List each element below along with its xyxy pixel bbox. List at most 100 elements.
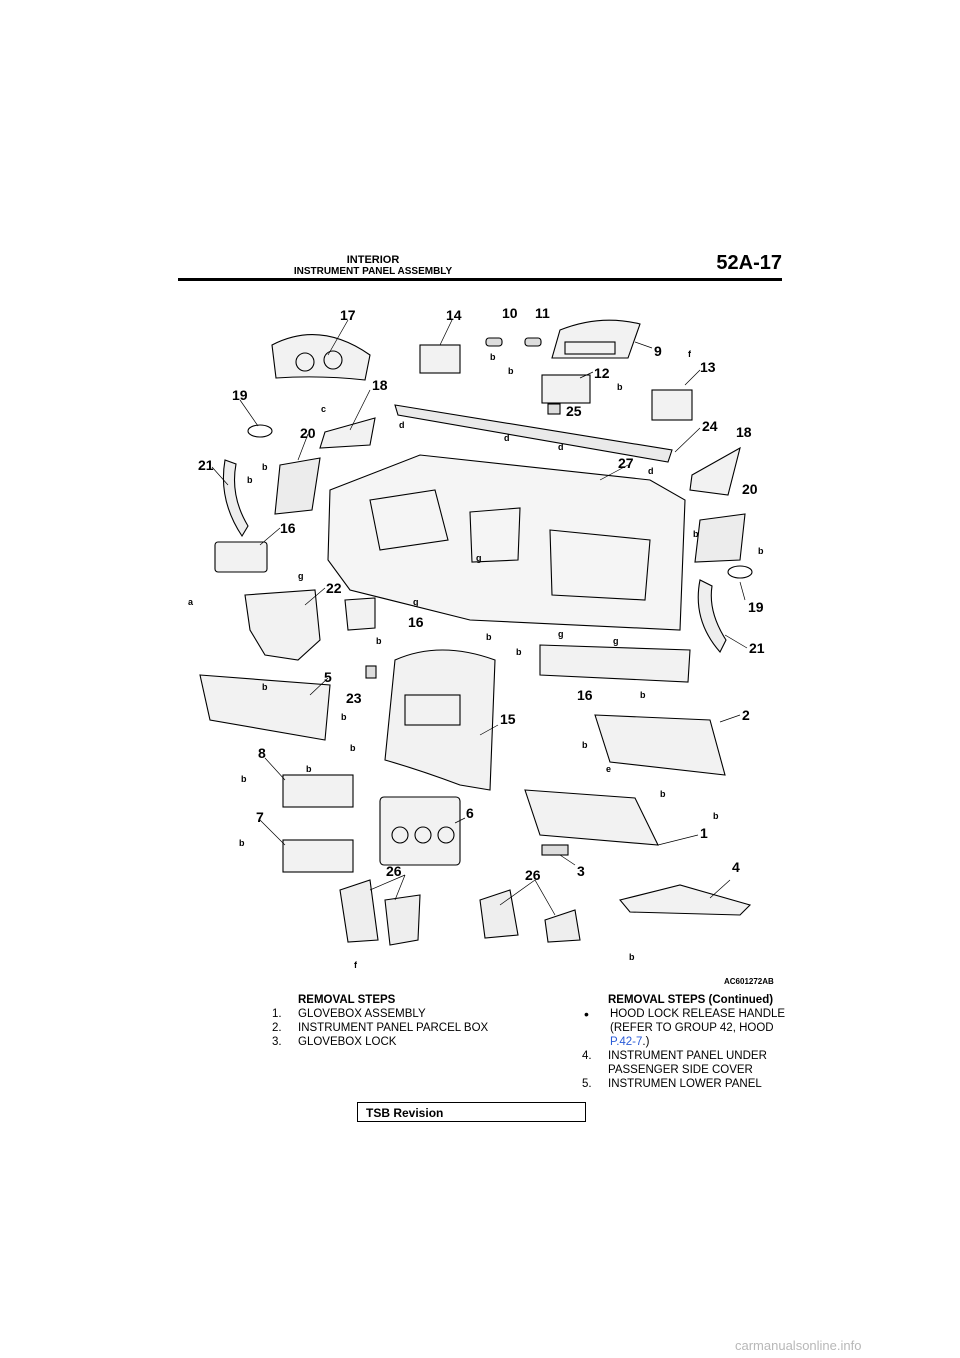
svg-text:b: b bbox=[247, 475, 253, 485]
svg-text:b: b bbox=[516, 647, 522, 657]
callout-20: 20 bbox=[300, 425, 316, 441]
removal-steps-continued: REMOVAL STEPS (Continued) • HOOD LOCK RE… bbox=[582, 993, 792, 1091]
callout-19b: 19 bbox=[748, 599, 764, 615]
svg-text:b: b bbox=[490, 352, 496, 362]
step-item: 2. INSTRUMENT PANEL PARCEL BOX bbox=[272, 1021, 542, 1035]
svg-text:b: b bbox=[617, 382, 623, 392]
callout-24: 24 bbox=[702, 418, 718, 434]
callout-12: 12 bbox=[594, 365, 610, 381]
diagram-parts bbox=[199, 319, 753, 946]
callout-15: 15 bbox=[500, 711, 516, 727]
callout-5: 5 bbox=[324, 669, 332, 685]
callout-27: 27 bbox=[618, 455, 634, 471]
callout-6: 6 bbox=[466, 805, 474, 821]
svg-text:e: e bbox=[606, 764, 611, 774]
callout-11: 11 bbox=[535, 305, 550, 321]
callout-18: 18 bbox=[372, 377, 388, 393]
step-number: 4. bbox=[582, 1050, 592, 1062]
bullet-icon: • bbox=[584, 1006, 589, 1022]
section-title: INTERIOR bbox=[346, 254, 400, 266]
svg-text:c: c bbox=[321, 404, 326, 414]
callout-9: 9 bbox=[654, 343, 662, 359]
svg-text:b: b bbox=[582, 740, 588, 750]
removal-steps-heading: REMOVAL STEPS bbox=[298, 994, 396, 1006]
svg-text:b: b bbox=[241, 774, 247, 784]
callout-21: 21 bbox=[198, 457, 214, 473]
svg-text:g: g bbox=[476, 553, 482, 563]
callout-3: 3 bbox=[577, 863, 585, 879]
svg-text:b: b bbox=[660, 789, 666, 799]
callout-21b: 21 bbox=[749, 640, 765, 656]
svg-text:b: b bbox=[508, 366, 514, 376]
bullet-step: • HOOD LOCK RELEASE HANDLE (REFER TO GRO… bbox=[582, 1007, 792, 1049]
callout-25: 25 bbox=[566, 403, 582, 419]
svg-text:d: d bbox=[558, 442, 564, 452]
callout-17: 17 bbox=[340, 307, 356, 323]
step-number: 2. bbox=[272, 1022, 282, 1034]
callout-20b: 20 bbox=[742, 481, 758, 497]
svg-text:b: b bbox=[306, 764, 312, 774]
callout-22: 22 bbox=[326, 580, 342, 596]
svg-text:b: b bbox=[262, 462, 268, 472]
svg-text:f: f bbox=[688, 349, 692, 359]
callout-numbers: 17 14 10 11 9 19 18 12 13 25 20 24 18 21… bbox=[198, 305, 765, 883]
step-number: 5. bbox=[582, 1078, 592, 1090]
svg-text:d: d bbox=[399, 420, 405, 430]
reference-link[interactable]: P.42-7 bbox=[610, 1036, 643, 1048]
callout-26b: 26 bbox=[525, 867, 541, 883]
callout-2: 2 bbox=[742, 707, 750, 723]
step-item: 5. INSTRUMEN LOWER PANEL bbox=[582, 1077, 792, 1091]
svg-text:b: b bbox=[239, 838, 245, 848]
step-item: 1. GLOVEBOX ASSEMBLY bbox=[272, 1007, 542, 1021]
svg-text:b: b bbox=[640, 690, 646, 700]
callout-16b: 16 bbox=[408, 614, 424, 630]
svg-text:b: b bbox=[713, 811, 719, 821]
diagram-svg: 17 14 10 11 9 19 18 12 13 25 20 24 18 21… bbox=[188, 305, 774, 986]
callout-19: 19 bbox=[232, 387, 248, 403]
svg-text:g: g bbox=[613, 636, 619, 646]
svg-text:f: f bbox=[354, 960, 358, 970]
svg-text:b: b bbox=[758, 546, 764, 556]
exploded-diagram: 17 14 10 11 9 19 18 12 13 25 20 24 18 21… bbox=[180, 300, 780, 990]
step-text: GLOVEBOX ASSEMBLY bbox=[298, 1008, 426, 1020]
tsb-revision-box: TSB Revision bbox=[357, 1102, 586, 1122]
callout-14: 14 bbox=[446, 307, 462, 323]
page-header: INTERIOR INSTRUMENT PANEL ASSEMBLY 52A-1… bbox=[178, 250, 782, 282]
bullet-step-text: HOOD LOCK RELEASE HANDLE (REFER TO GROUP… bbox=[610, 1008, 786, 1034]
leader-lines bbox=[211, 319, 748, 916]
callout-7: 7 bbox=[256, 809, 264, 825]
header-rule bbox=[178, 278, 782, 281]
svg-text:b: b bbox=[350, 743, 356, 753]
step-number: 3. bbox=[272, 1036, 282, 1048]
svg-text:b: b bbox=[376, 636, 382, 646]
svg-text:b: b bbox=[486, 632, 492, 642]
watermark: carmanualsonline.info bbox=[735, 1338, 862, 1353]
callout-10: 10 bbox=[502, 305, 518, 321]
step-number: 1. bbox=[272, 1008, 282, 1020]
svg-text:b: b bbox=[341, 712, 347, 722]
svg-text:g: g bbox=[298, 571, 304, 581]
callout-26: 26 bbox=[386, 863, 402, 879]
removal-steps-continued-heading: REMOVAL STEPS (Continued) bbox=[608, 994, 774, 1006]
svg-text:g: g bbox=[413, 597, 419, 607]
callout-4: 4 bbox=[732, 859, 740, 875]
bullet-step-suffix: .) bbox=[642, 1036, 650, 1048]
section-subtitle: INSTRUMENT PANEL ASSEMBLY bbox=[293, 266, 453, 277]
callout-16c: 16 bbox=[577, 687, 593, 703]
step-item: 3. GLOVEBOX LOCK bbox=[272, 1035, 542, 1049]
removal-steps: REMOVAL STEPS 1. GLOVEBOX ASSEMBLY 2. IN… bbox=[272, 993, 542, 1049]
step-text: INSTRUMEN LOWER PANEL bbox=[608, 1078, 762, 1090]
svg-text:b: b bbox=[629, 952, 635, 962]
callout-23: 23 bbox=[346, 690, 362, 706]
svg-text:a: a bbox=[188, 597, 194, 607]
step-text: GLOVEBOX LOCK bbox=[298, 1036, 397, 1048]
callout-13: 13 bbox=[700, 359, 716, 375]
svg-text:d: d bbox=[504, 433, 510, 443]
svg-text:b: b bbox=[262, 682, 268, 692]
callout-18b: 18 bbox=[736, 424, 752, 440]
page-number: 52A-17 bbox=[716, 252, 782, 274]
step-text: INSTRUMENT PANEL UNDER PASSENGER SIDE CO… bbox=[608, 1050, 767, 1076]
figure-code: AC601272AB bbox=[724, 977, 774, 986]
svg-text:b: b bbox=[693, 529, 699, 539]
